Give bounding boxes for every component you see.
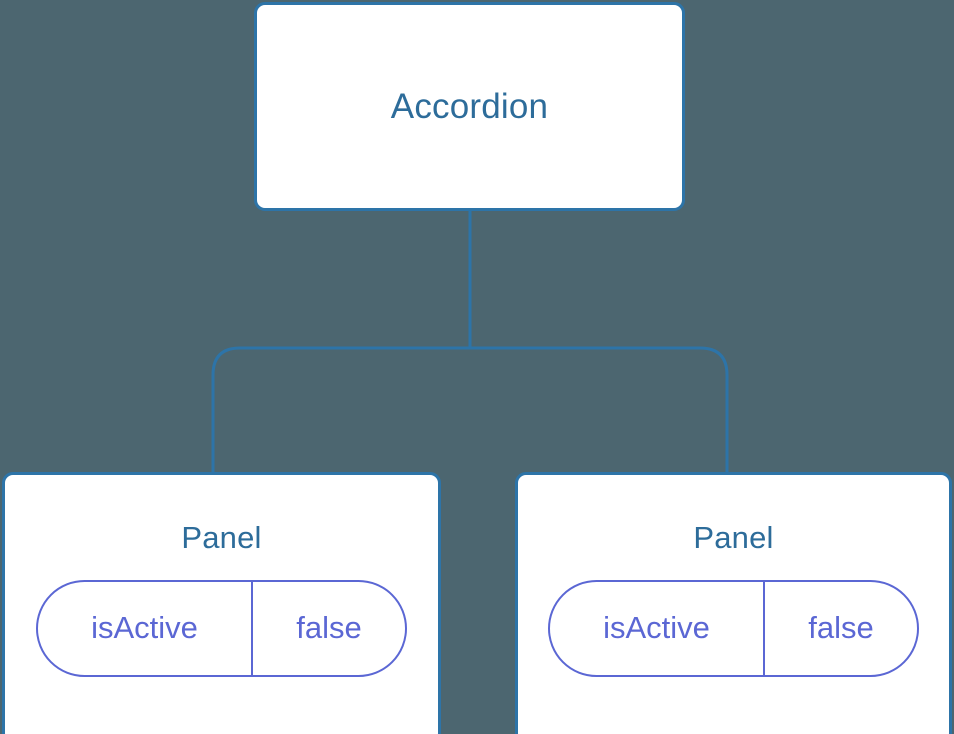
state-key: isActive [91, 610, 198, 645]
node-panel-left[interactable]: Panel isActive false [2, 472, 441, 734]
node-panel-right[interactable]: Panel isActive false [515, 472, 952, 734]
node-panel-right-state-pill[interactable]: isActive false [548, 580, 919, 677]
state-value: false [251, 582, 405, 675]
node-accordion-title: Accordion [390, 87, 549, 126]
node-accordion[interactable]: Accordion [254, 2, 685, 211]
node-panel-right-title: Panel [693, 520, 774, 555]
state-value: false [763, 582, 917, 675]
edge-accordion-to-panel-right [470, 346, 729, 474]
edge-accordion-to-panel-left [211, 346, 470, 474]
node-panel-left-state-pill[interactable]: isActive false [36, 580, 407, 677]
state-key: isActive [603, 610, 710, 645]
node-panel-left-title: Panel [181, 520, 262, 555]
